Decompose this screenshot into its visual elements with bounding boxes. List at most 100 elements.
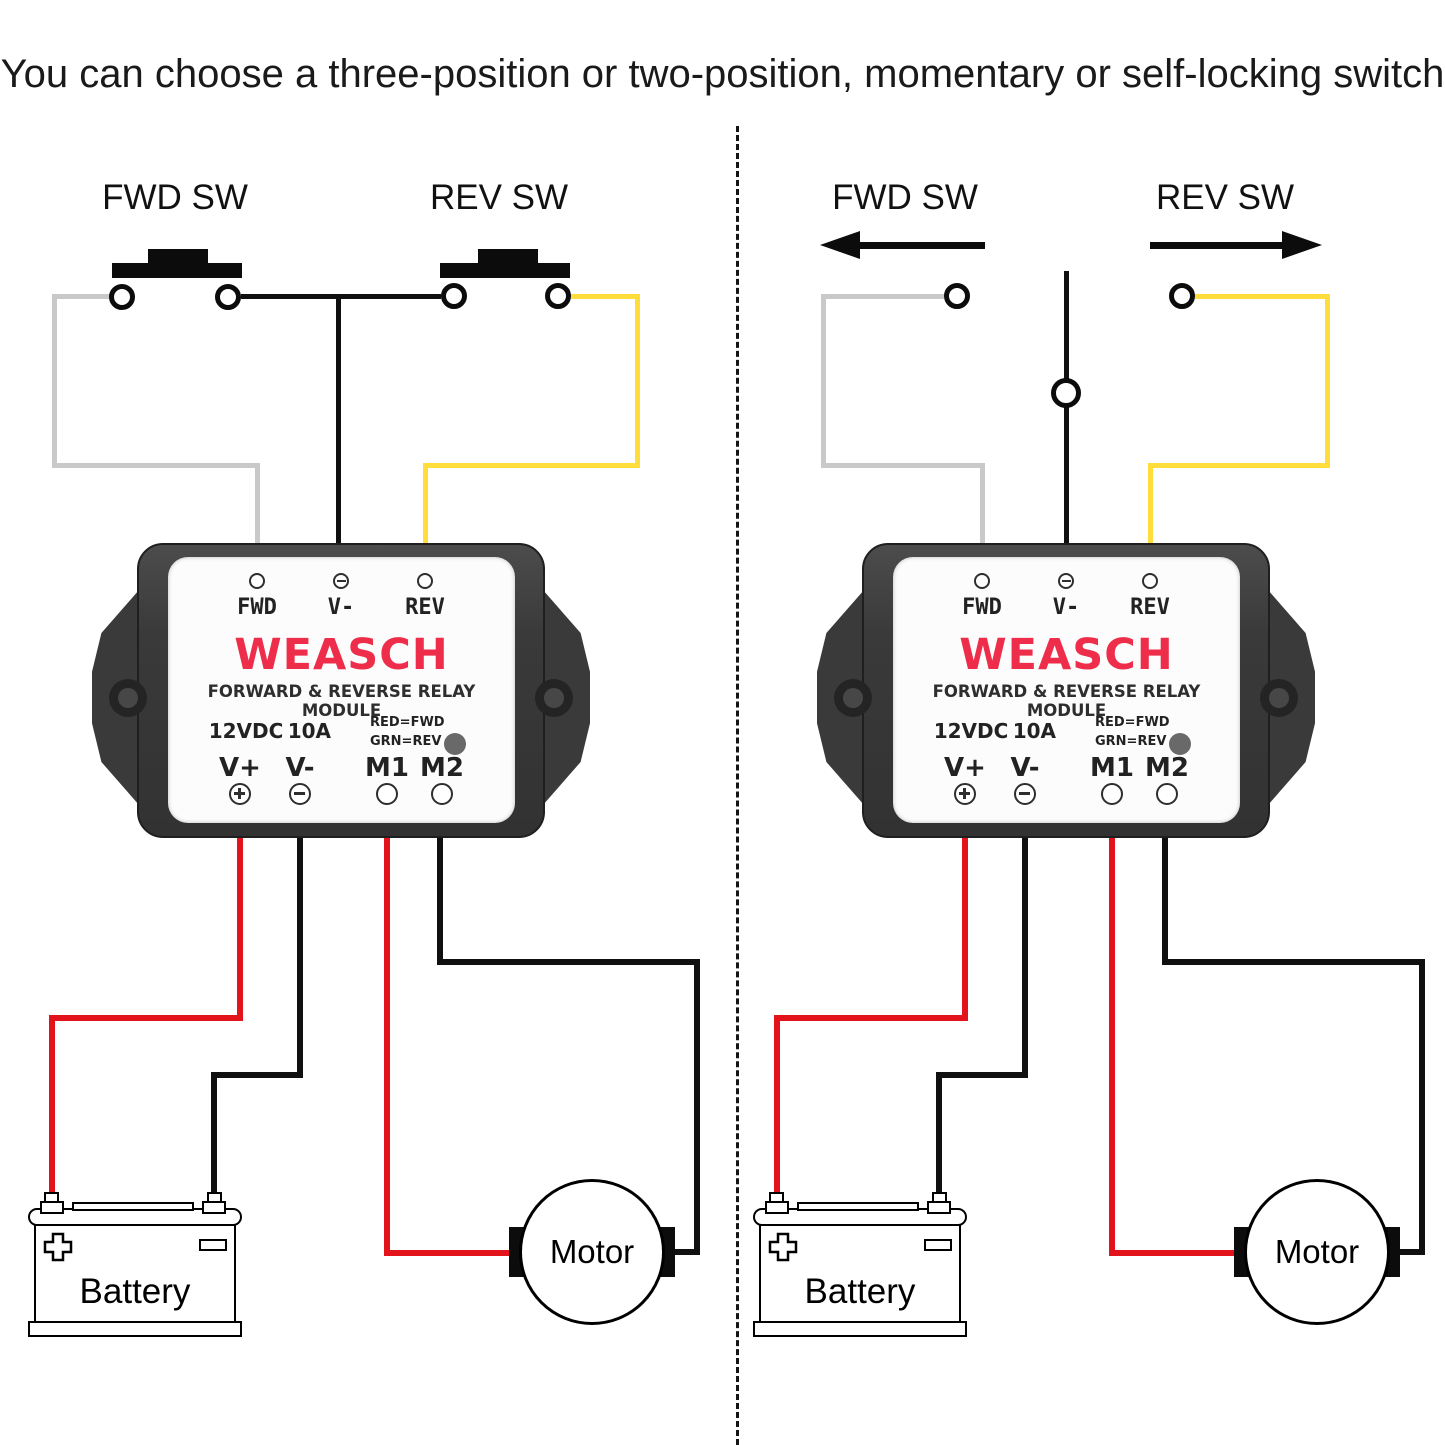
battery-label: Battery xyxy=(79,1272,191,1311)
m1-terminal-label: M1 xyxy=(1090,753,1134,783)
fwd-terminal-label: FWD xyxy=(962,595,1002,620)
relay-module-right: FWD V- REV WEASCH FORWARD & REVERSE RELA… xyxy=(817,543,1315,838)
minus-symbol-icon xyxy=(924,1239,952,1251)
right-fwd-switch-terminal xyxy=(944,283,970,309)
led-legend-line2: GRN=REV xyxy=(370,734,442,749)
wire-yellow-right-h2 xyxy=(1148,463,1330,468)
wire-gray-right-v1 xyxy=(821,294,826,468)
wire-red-m1-right-h xyxy=(1109,1250,1242,1256)
relay-module-left: FWD V- REV WEASCH FORWARD & REVERSE RELA… xyxy=(92,543,590,838)
motor-left: Motor xyxy=(509,1179,675,1325)
plus-symbol-icon xyxy=(768,1232,798,1262)
rev-terminal-icon xyxy=(417,573,433,589)
battery-base xyxy=(28,1321,242,1337)
wire-black-m2-v1 xyxy=(437,838,443,965)
mounting-hole-right-inner xyxy=(544,688,564,708)
wire-gray-h1 xyxy=(52,294,112,299)
fwd-terminal-label: FWD xyxy=(237,595,277,620)
vminus-terminal-label: V- xyxy=(285,753,315,783)
vminus-top-terminal-label: V- xyxy=(327,595,355,620)
led-legend-line2: GRN=REV xyxy=(1095,734,1167,749)
battery-top-strip xyxy=(72,1202,194,1211)
rating-current: 10A xyxy=(287,719,331,743)
led-legend-line1: RED=FWD xyxy=(370,715,445,730)
vplus-terminal-label: V+ xyxy=(944,753,986,783)
mounting-hole-right-inner xyxy=(1269,688,1289,708)
m1-terminal-label: M1 xyxy=(365,753,409,783)
wire-black-m2-right-h2 xyxy=(1393,1249,1425,1255)
wire-yellow-h2 xyxy=(423,463,640,468)
motor-shell: Motor xyxy=(1244,1179,1390,1325)
battery-post-negative xyxy=(202,1201,226,1214)
wire-black-common-v xyxy=(336,294,341,548)
fwd-arrow-icon xyxy=(820,231,860,259)
wire-red-vplus-right-v2 xyxy=(774,1015,780,1193)
status-led xyxy=(1169,733,1191,755)
rev-terminal-label: REV xyxy=(405,595,445,620)
module-faceplate xyxy=(893,557,1240,823)
battery-post-positive xyxy=(40,1201,64,1214)
motor-label: Motor xyxy=(1274,1233,1360,1270)
wire-red-m1-right-v xyxy=(1109,838,1115,1256)
left-rev-switch-label: REV SW xyxy=(429,178,569,217)
rev-terminal-label: REV xyxy=(1130,595,1170,620)
module-subtitle: FORWARD & REVERSE RELAY MODULE xyxy=(932,682,1201,720)
module-subtitle: FORWARD & REVERSE RELAY MODULE xyxy=(207,682,476,720)
rating-voltage: 12VDC xyxy=(208,719,284,743)
battery-post-positive xyxy=(765,1201,789,1214)
fwd-pushbutton-base xyxy=(112,263,242,278)
wire-red-m1-v xyxy=(384,838,390,1256)
status-led xyxy=(444,733,466,755)
wire-red-vplus-v2 xyxy=(49,1015,55,1193)
battery-post-negative xyxy=(927,1201,951,1214)
right-rev-switch-terminal xyxy=(1169,283,1195,309)
brand-name: WEASCH xyxy=(234,630,449,680)
vminus-top-terminal-label: V- xyxy=(1052,595,1080,620)
fwd-arrow-shaft xyxy=(855,242,985,249)
m2-terminal-icon xyxy=(431,783,453,805)
vplus-terminal-icon xyxy=(229,783,251,805)
rev-switch-terminal-right xyxy=(545,283,571,309)
led-legend-line1: RED=FWD xyxy=(1095,715,1170,730)
wire-black-vminus-right-v2 xyxy=(936,1072,942,1193)
fwd-switch-terminal-left xyxy=(109,284,135,310)
m2-terminal-icon xyxy=(1156,783,1178,805)
wire-black-vminus-right-h xyxy=(936,1072,1028,1078)
vplus-terminal-icon xyxy=(954,783,976,805)
battery-label: Battery xyxy=(804,1272,916,1311)
wire-yellow-h1 xyxy=(571,294,640,299)
wire-red-vplus-right-v1 xyxy=(962,838,968,1021)
wire-yellow-right-h1 xyxy=(1195,294,1330,299)
right-fwd-switch-label: FWD SW xyxy=(832,178,978,217)
wire-red-vplus-right-h xyxy=(774,1015,968,1021)
wire-black-m2-v2 xyxy=(694,959,700,1255)
rev-arrow-shaft xyxy=(1150,242,1282,249)
fwd-terminal-icon xyxy=(974,573,990,589)
brand-name: WEASCH xyxy=(959,630,1174,680)
battery-left: Battery xyxy=(28,1192,242,1338)
rev-switch-terminal-left xyxy=(441,283,467,309)
vminus-top-terminal-icon xyxy=(333,573,349,589)
rev-pushbutton-base xyxy=(440,263,570,278)
m1-terminal-icon xyxy=(376,783,398,805)
wire-yellow-right-v1 xyxy=(1325,294,1330,468)
rating-voltage: 12VDC xyxy=(933,719,1009,743)
m2-terminal-label: M2 xyxy=(420,753,464,783)
motor-right: Motor xyxy=(1234,1179,1400,1325)
wire-gray-v1 xyxy=(52,294,57,468)
wire-gray-v2 xyxy=(255,463,260,548)
vminus-terminal-icon xyxy=(1014,783,1036,805)
mounting-hole-left-inner xyxy=(843,688,863,708)
module-faceplate xyxy=(168,557,515,823)
wire-black-m2-right-v2 xyxy=(1419,959,1425,1255)
wire-red-m1-h xyxy=(384,1250,517,1256)
battery-top-strip xyxy=(797,1202,919,1211)
left-fwd-switch-label: FWD SW xyxy=(102,178,248,217)
wire-yellow-v1 xyxy=(635,294,640,468)
wire-black-m2-right-v1 xyxy=(1162,838,1168,965)
vminus-terminal-icon xyxy=(289,783,311,805)
rating-current: 10A xyxy=(1012,719,1056,743)
motor-shell: Motor xyxy=(519,1179,665,1325)
motor-label: Motor xyxy=(549,1233,635,1270)
